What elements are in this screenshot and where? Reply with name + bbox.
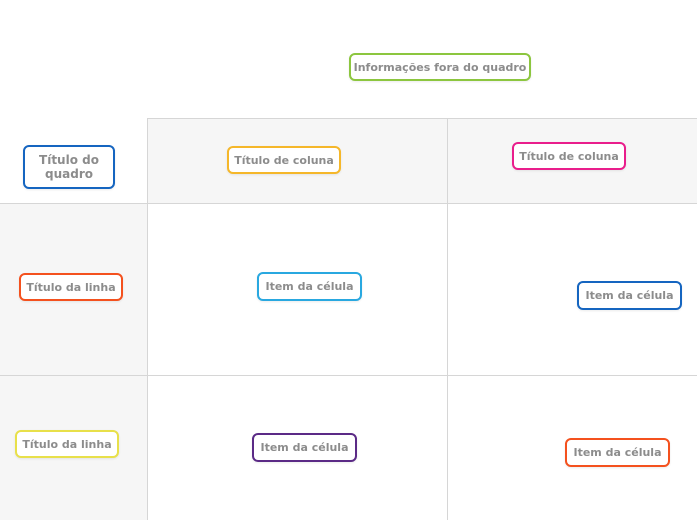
cell-item-label: Item da célula xyxy=(573,446,662,459)
grid-line-top xyxy=(147,118,697,119)
cell-item-topic-r1c2[interactable]: Item da célula xyxy=(577,281,682,310)
column-title-label: Título de coluna xyxy=(234,153,334,167)
row-title-label: Título da linha xyxy=(22,437,112,451)
grid-line-left xyxy=(147,118,148,520)
grid-line-row-divider xyxy=(0,375,697,376)
row-title-topic-1[interactable]: Título da linha xyxy=(19,273,123,301)
column-title-topic-2[interactable]: Título de coluna xyxy=(512,142,626,170)
board-title-topic[interactable]: Título do quadro xyxy=(23,145,115,189)
cell-item-label: Item da célula xyxy=(260,441,349,454)
column-title-label: Título de coluna xyxy=(519,149,619,163)
row-title-label: Título da linha xyxy=(26,280,116,294)
column-title-topic-1[interactable]: Título de coluna xyxy=(227,146,341,174)
grid-line-column-divider xyxy=(447,118,448,520)
row-header-band xyxy=(0,203,147,520)
grid-line-header-bottom xyxy=(0,203,697,204)
outside-info-label: Informações fora do quadro xyxy=(353,60,527,74)
outside-info-topic[interactable]: Informações fora do quadro xyxy=(349,53,531,81)
cell-item-topic-r1c1[interactable]: Item da célula xyxy=(257,272,362,301)
cell-item-label: Item da célula xyxy=(585,289,674,302)
cell-item-label: Item da célula xyxy=(265,280,354,293)
row-title-topic-2[interactable]: Título da linha xyxy=(15,430,119,458)
board-title-label: Título do quadro xyxy=(39,153,99,181)
cell-item-topic-r2c1[interactable]: Item da célula xyxy=(252,433,357,462)
cell-item-topic-r2c2[interactable]: Item da célula xyxy=(565,438,670,467)
